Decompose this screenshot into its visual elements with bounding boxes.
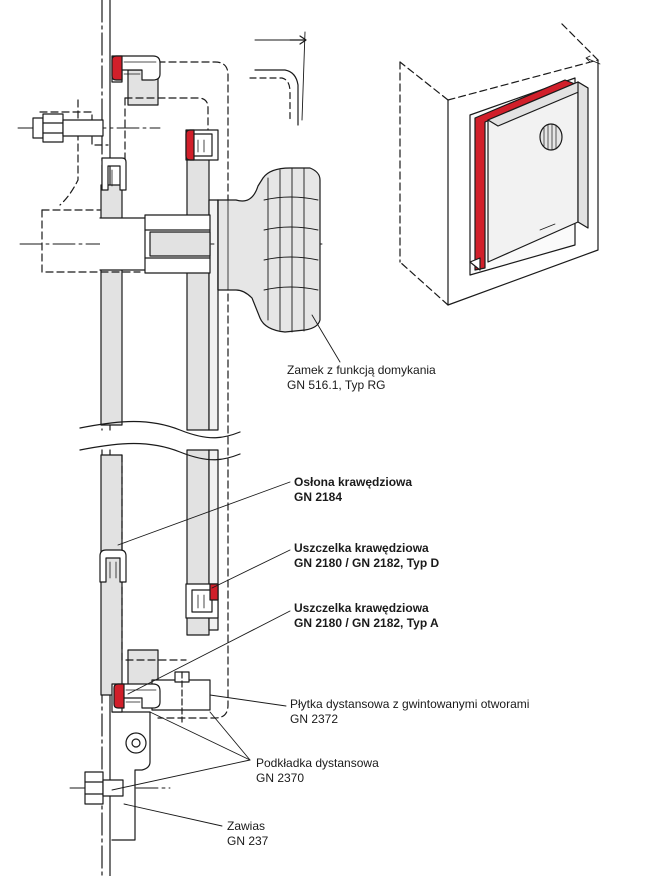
- lock-knob: [217, 167, 321, 333]
- edge-seal-d-label: Uszczelka krawędziowa GN 2180 / GN 2182,…: [294, 541, 439, 571]
- edge-cover-lower-left: [99, 549, 127, 583]
- hinge-label: Zawias GN 237: [227, 819, 268, 849]
- edge-seal-a-label-name: Uszczelka krawędziowa: [294, 601, 429, 615]
- spacer-washer-label-code: GN 2370: [256, 771, 305, 785]
- top-screw-nut: [32, 113, 104, 143]
- break-line-lower: [79, 442, 241, 461]
- lock-label-code: GN 516.1, Typ RG: [287, 378, 386, 392]
- bottom-screw-nut: [84, 771, 124, 805]
- lock-housing: [99, 214, 211, 274]
- edge-seal-d-label-name: Uszczelka krawędziowa: [294, 541, 429, 555]
- edge-seal-top: [111, 55, 161, 83]
- edge-cover-label-code: GN 2184: [294, 490, 343, 504]
- break-line-upper: [79, 420, 241, 439]
- lock-label: Zamek z funkcją domykania GN 516.1, Typ …: [287, 363, 436, 393]
- spacer-plate-label-name: Płytka dystansowa z gwintowanymi otworam…: [290, 697, 530, 711]
- hinge-label-code: GN 237: [227, 834, 269, 848]
- spacer-plate-part: [151, 671, 211, 723]
- spacer-washer-label-name: Podkładka dystansowa: [256, 756, 379, 770]
- spacer-plate-label-code: GN 2372: [290, 712, 339, 726]
- spacer-plate-label: Płytka dystansowa z gwintowanymi otworam…: [290, 697, 529, 727]
- isometric-cabinet-view: [399, 21, 601, 306]
- spacer-washer-label: Podkładka dystansowa GN 2370: [256, 756, 379, 786]
- hinge-label-name: Zawias: [227, 819, 266, 833]
- edge-seal-a-label-code: GN 2180 / GN 2182, Typ A: [294, 616, 439, 630]
- frame-outline-dashed: [39, 61, 229, 719]
- leader-lines: [111, 314, 341, 827]
- edge-seal-bottom: [111, 683, 161, 713]
- edge-seal-upper-right: [185, 129, 219, 161]
- swing-angle-indicator: [249, 31, 307, 126]
- edge-seal-a-label: Uszczelka krawędziowa GN 2180 / GN 2182,…: [294, 601, 439, 631]
- edge-seal-d-label-code: GN 2180 / GN 2182, Typ D: [294, 556, 440, 570]
- hinge-block: [111, 711, 151, 841]
- edge-cover-label: Osłona krawędziowa GN 2184: [294, 475, 412, 505]
- lock-label-name: Zamek z funkcją domykania: [287, 363, 436, 377]
- edge-cover-upper-left: [101, 157, 127, 191]
- edge-cover-label-name: Osłona krawędziowa: [294, 475, 413, 489]
- edge-seal-lower-right: [185, 583, 219, 619]
